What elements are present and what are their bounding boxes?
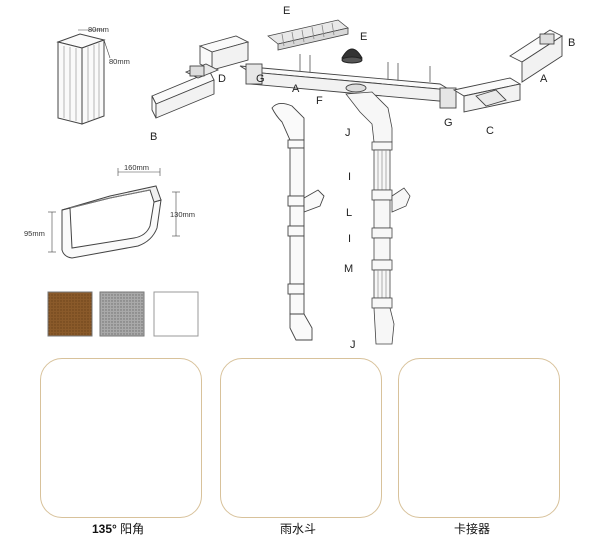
swatch-brown [47,291,93,337]
label-b-left: B [150,131,157,143]
label-g-right: G [444,117,453,129]
caption-corner-angle: 135° [92,522,117,536]
left-downpipe [271,103,325,341]
label-d: D [218,73,226,85]
product-card-joint [398,358,560,518]
label-a-left: A [292,83,300,95]
label-b-right: B [568,37,575,49]
product-card-outlet [220,358,382,518]
label-j-top: J [345,127,351,139]
label-c: C [486,125,494,137]
label-e-right: E [360,31,367,43]
gutter-profile [61,185,162,259]
caption-joint-text: 卡接器 [454,522,491,536]
swatch-grey [99,291,145,337]
label-i-1: I [348,171,351,183]
downpipe-dimension-lines [78,29,111,59]
caption-corner-text: 阳角 [120,522,145,536]
outlet-strainer [341,48,363,64]
label-g-left: G [256,73,265,85]
label-i-2: I [348,233,351,245]
gutter-height-label: 130mm [170,210,195,219]
swatch-white [153,291,199,337]
downpipe-section [56,33,106,125]
product-card-corner [40,358,202,518]
label-l: L [346,207,352,219]
label-f: F [316,95,323,107]
downpipe-depth-label: 80mm [109,57,130,66]
gutter-run [151,29,563,119]
right-downpipe [345,91,411,345]
label-e-top: E [283,5,290,17]
caption-joint: 卡接器 [454,520,490,537]
gutter-lip-label: 95mm [24,229,45,238]
label-a-right: A [540,73,548,85]
gutter-width-label: 160mm [124,163,149,172]
downpipe-width-label: 80mm [88,25,109,34]
leaf-guard [267,19,349,51]
caption-outlet-text: 雨水斗 [280,522,317,536]
caption-corner: 135° 阳角 [92,520,144,537]
label-m: M [344,263,353,275]
caption-outlet: 雨水斗 [280,520,316,537]
gutter-dimension-lines [48,168,180,253]
label-j-bottom: J [350,339,356,351]
